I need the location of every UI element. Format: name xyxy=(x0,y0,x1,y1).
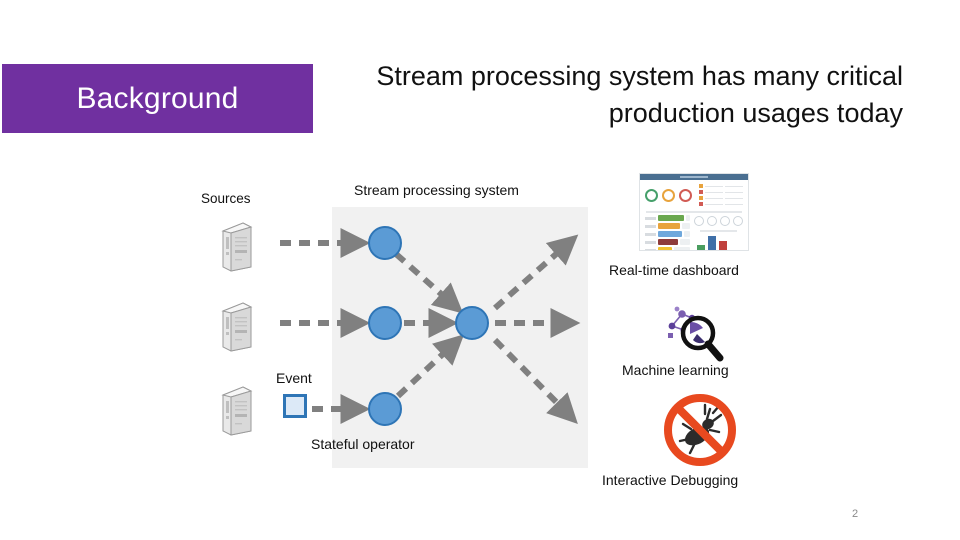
operator-node xyxy=(368,226,402,260)
operator-node xyxy=(368,392,402,426)
slide-headline: Stream processing system has many critic… xyxy=(376,61,903,129)
source-server-icon xyxy=(219,383,255,437)
real-time-dashboard-label: Real-time dashboard xyxy=(609,262,739,278)
central-operator-node xyxy=(455,306,489,340)
stream-processing-system-label: Stream processing system xyxy=(354,182,519,198)
section-title-banner: Background xyxy=(2,64,313,133)
page-number: 2 xyxy=(852,508,859,520)
operator-node xyxy=(368,306,402,340)
dashboard-screenshot-icon xyxy=(639,173,749,251)
interactive-debugging-label: Interactive Debugging xyxy=(602,472,739,488)
source-server-icon xyxy=(219,299,255,353)
no-bug-prohibited-icon xyxy=(661,391,739,469)
section-title-text: Background xyxy=(76,81,239,115)
stateful-operator-label: Stateful operator xyxy=(311,436,415,452)
source-server-icon xyxy=(219,219,255,273)
magnifier-node-graph-icon xyxy=(660,300,736,362)
machine-learning-label: Machine learning xyxy=(622,362,729,378)
event-square-icon xyxy=(283,394,307,418)
event-label: Event xyxy=(276,370,312,386)
sources-label: Sources xyxy=(201,191,251,206)
